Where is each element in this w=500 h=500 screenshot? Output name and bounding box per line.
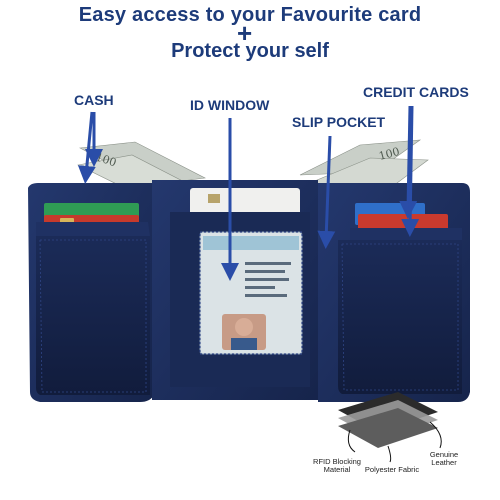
material-layers-diagram: [338, 392, 442, 463]
callout-credit-cards: CREDIT CARDS: [363, 84, 469, 100]
legend-rfid: RFID Blocking Material: [313, 457, 361, 474]
legend-leather: Genuine Leather: [429, 450, 459, 467]
legend-polyester: Polyester Fabric: [364, 465, 420, 474]
headline-line-2: Protect your self: [171, 40, 329, 62]
wallet-left-panel: [28, 183, 154, 402]
callout-arrows: [77, 105, 420, 281]
down-arrow-icon: [399, 105, 418, 219]
down-arrow-icon: [77, 111, 96, 184]
svg-text:100: 100: [377, 145, 401, 163]
callout-id-window: ID WINDOW: [190, 97, 270, 113]
wallet-middle-panel: [152, 180, 318, 400]
down-arrow-icon: [401, 105, 420, 237]
polyester-layer: [338, 408, 438, 448]
headline-line-1: Easy access to your Favourite card: [78, 4, 422, 26]
callout-cash: CASH: [74, 92, 114, 108]
callout-slip-pocket: SLIP POCKET: [292, 114, 386, 130]
plus-sign: +: [237, 18, 253, 48]
down-arrow-icon: [317, 135, 336, 249]
wallet-right-panel: [318, 183, 470, 402]
